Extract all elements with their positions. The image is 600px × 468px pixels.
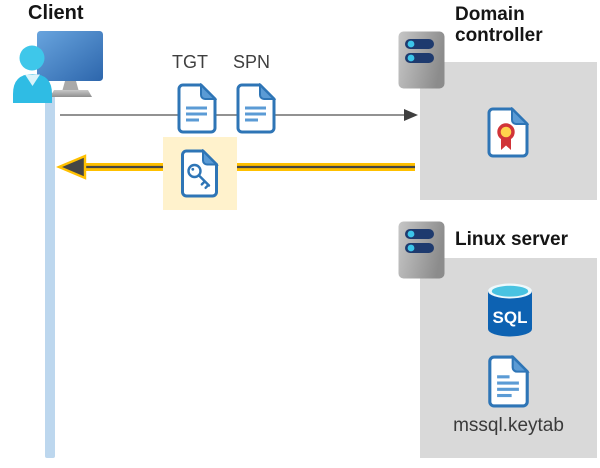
- spn-document-icon: [236, 83, 276, 134]
- certificate-document-icon: [487, 107, 529, 158]
- keytab-filename-label: mssql.keytab: [453, 415, 564, 436]
- key-document-icon: [181, 149, 219, 198]
- domain-controller-label: Domain controller: [455, 4, 543, 46]
- response-arrow-left: [56, 154, 415, 180]
- response-arrowhead-icon: [56, 154, 87, 180]
- spn-label: SPN: [233, 52, 271, 72]
- linux-server-icon: [398, 221, 445, 279]
- keytab-document-icon: [488, 355, 530, 408]
- domain-controller-server-icon: [398, 31, 445, 89]
- request-arrowhead-icon: [404, 109, 418, 121]
- tgt-document-icon: [177, 83, 217, 134]
- tgt-label: TGT: [172, 52, 208, 72]
- client-label: Client: [28, 2, 84, 24]
- client-workstation-icon: [13, 31, 103, 103]
- linux-server-label: Linux server: [455, 229, 568, 250]
- request-arrow-right: [60, 109, 418, 121]
- sql-database-icon: SQL: [488, 283, 532, 337]
- client-timeline-bar: [45, 93, 55, 458]
- sql-icon-label: SQL: [493, 308, 528, 327]
